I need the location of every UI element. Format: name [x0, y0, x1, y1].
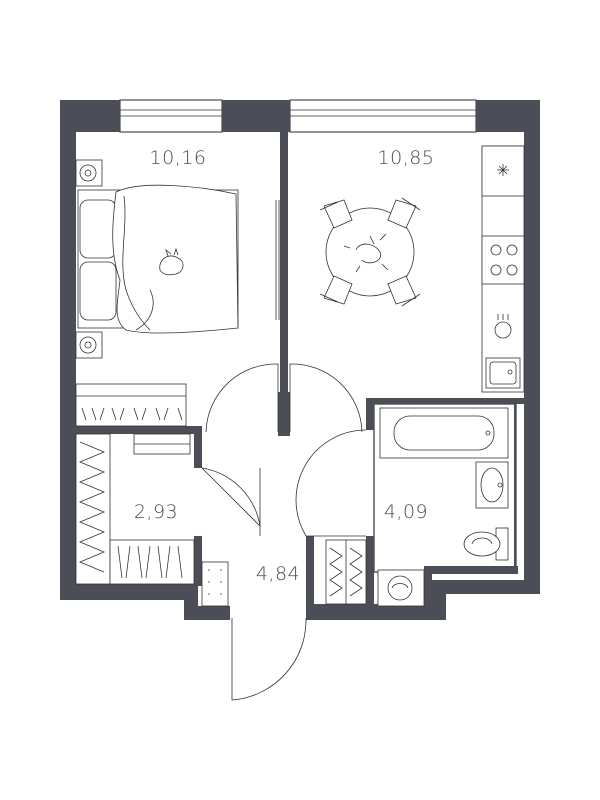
chair-icon [319, 199, 353, 229]
bathroom-area-label: 4,09 [384, 501, 428, 523]
hall-furniture [201, 539, 367, 607]
interior-walls [76, 132, 526, 606]
toilet-icon [463, 527, 509, 561]
chair-icon [387, 275, 421, 307]
area-labels: 10,16 10,85 2,93 4,09 4,84 [134, 147, 435, 585]
kitchen-area-label: 10,85 [378, 147, 435, 169]
washing-machine-icon [377, 569, 425, 607]
shoe-rack-icon [201, 561, 229, 607]
sink-icon [494, 314, 512, 339]
cat-icon [159, 247, 184, 276]
wardrobe-icon [325, 539, 367, 605]
washbasin-icon [475, 461, 509, 509]
wardrobe-icon [75, 383, 187, 427]
doors [201, 363, 367, 701]
nightstand-icon [75, 159, 103, 187]
bathtub-icon [379, 407, 509, 459]
chair-icon [387, 197, 421, 229]
chair-icon [319, 275, 353, 305]
fridge-icon [481, 145, 525, 197]
kitchen-furniture [319, 145, 525, 393]
nightstand-icon [75, 331, 103, 359]
bathroom-furniture [377, 407, 509, 607]
sink-icon [485, 357, 521, 389]
wardrobe-area-label: 2,93 [134, 501, 178, 523]
exterior-walls [60, 99, 540, 620]
stove-icon [481, 235, 525, 285]
hall-area-label: 4,84 [256, 563, 300, 585]
wardrobe-room-furniture [75, 433, 195, 585]
bed-icon [77, 184, 239, 334]
bedroom-furniture [75, 159, 280, 427]
bedroom-area-label: 10,16 [150, 147, 207, 169]
dining-table-icon [325, 207, 415, 297]
